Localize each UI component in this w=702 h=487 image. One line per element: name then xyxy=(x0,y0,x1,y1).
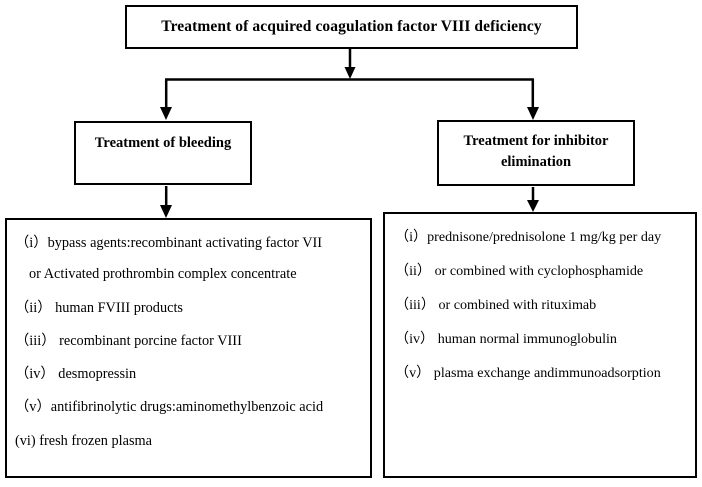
list-item: （iv） desmopressin xyxy=(15,364,362,384)
list-item: (vi) fresh frozen plasma xyxy=(15,431,362,451)
bleeding-treatment-list: （i）bypass agents:recombinant activating … xyxy=(15,233,362,451)
item-continuation: or Activated prothrombin complex concent… xyxy=(29,266,297,283)
branch-heading-box-bleeding: Treatment of bleeding xyxy=(74,121,252,185)
list-item: （iv） human normal immunoglobulin xyxy=(395,329,687,349)
item-text: plasma exchange andimmunoadsorption xyxy=(433,365,661,381)
item-marker: （ii） xyxy=(395,263,432,279)
list-item: （v）antifibrinolytic drugs:aminomethylben… xyxy=(15,397,362,417)
item-text: prednisone/prednisolone 1 mg/kg per day xyxy=(427,229,662,245)
item-marker: （iii） xyxy=(395,297,435,313)
list-item: （iii） or combined with rituximab xyxy=(395,295,687,315)
item-marker: (vi) xyxy=(15,432,36,449)
item-marker: （v） xyxy=(15,399,51,416)
list-item: （ii） human FVIII products xyxy=(15,298,362,318)
title-box-label: Treatment of acquired coagulation factor… xyxy=(161,18,542,35)
item-marker: （ii） xyxy=(15,299,52,316)
branch-heading-line-1: Treatment for inhibitor xyxy=(463,133,609,149)
item-marker: （iv） xyxy=(395,331,435,347)
item-text: bypass agents:recombinant activating fac… xyxy=(47,235,323,251)
item-marker: （v） xyxy=(395,365,431,381)
item-text: or combined with rituximab xyxy=(438,297,597,313)
item-marker: （iii） xyxy=(15,332,56,349)
content-panel-bleeding: （i）bypass agents:recombinant activating … xyxy=(5,218,372,478)
branch-heading-label-bleeding: Treatment of bleeding xyxy=(94,135,232,151)
item-text: or combined with cyclophosphamide xyxy=(434,263,644,279)
branch-heading-box-inhibitor: Treatment for inhibitor elimination xyxy=(437,120,635,186)
list-item: （i）prednisone/prednisolone 1 mg/kg per d… xyxy=(395,227,687,247)
item-text: recombinant porcine factor VIII xyxy=(59,332,242,349)
item-text: desmopressin xyxy=(58,366,137,383)
title-box: Treatment of acquired coagulation factor… xyxy=(125,5,578,49)
list-item: （i）bypass agents:recombinant activating … xyxy=(15,233,362,285)
item-marker: （i） xyxy=(15,235,48,251)
list-item: （ii） or combined with cyclophosphamide xyxy=(395,261,687,281)
list-item: （iii） recombinant porcine factor VIII xyxy=(15,331,362,351)
item-text: antifibrinolytic drugs:aminomethylbenzoi… xyxy=(50,399,324,416)
content-panel-inhibitor: （i）prednisone/prednisolone 1 mg/kg per d… xyxy=(383,212,697,478)
item-text: fresh frozen plasma xyxy=(39,432,152,449)
item-marker: （iv） xyxy=(15,366,55,383)
branch-heading-line-2: elimination xyxy=(500,154,572,171)
item-marker: （i） xyxy=(395,229,428,245)
inhibitor-elimination-list: （i）prednisone/prednisolone 1 mg/kg per d… xyxy=(395,227,687,383)
item-text: human normal immunoglobulin xyxy=(437,331,617,347)
item-text: human FVIII products xyxy=(55,299,183,316)
list-item: （v） plasma exchange andimmunoadsorption xyxy=(395,363,687,383)
branch-heading-label-inhibitor: Treatment for inhibitor elimination xyxy=(464,131,609,173)
